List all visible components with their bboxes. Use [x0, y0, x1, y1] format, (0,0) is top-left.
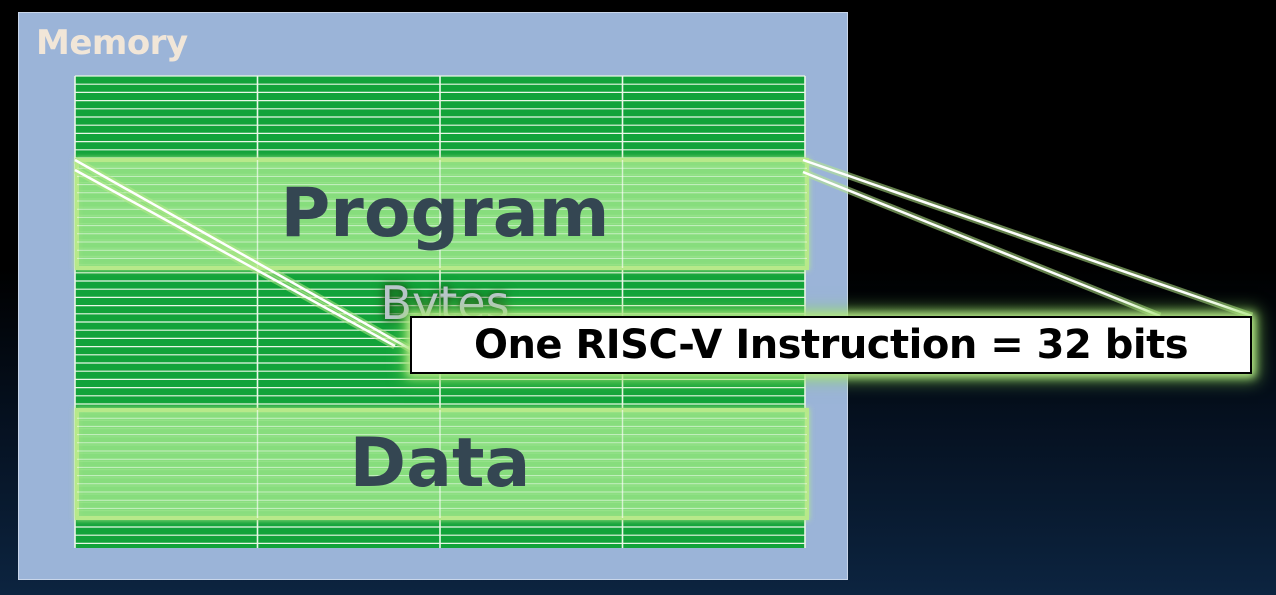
instruction-callout: One RISC-V Instruction = 32 bits — [410, 316, 1252, 374]
instruction-callout-text: One RISC-V Instruction = 32 bits — [473, 322, 1189, 368]
connector-line — [74, 168, 396, 348]
connector-line — [74, 158, 413, 352]
data-label: Data — [349, 424, 531, 503]
connector-line — [802, 158, 1253, 318]
instruction-connectors — [73, 156, 1254, 354]
connector-line — [802, 170, 1161, 318]
memory-title: Memory — [36, 23, 188, 63]
program-label: Program — [280, 174, 610, 253]
highlighted-regions — [75, 158, 809, 520]
